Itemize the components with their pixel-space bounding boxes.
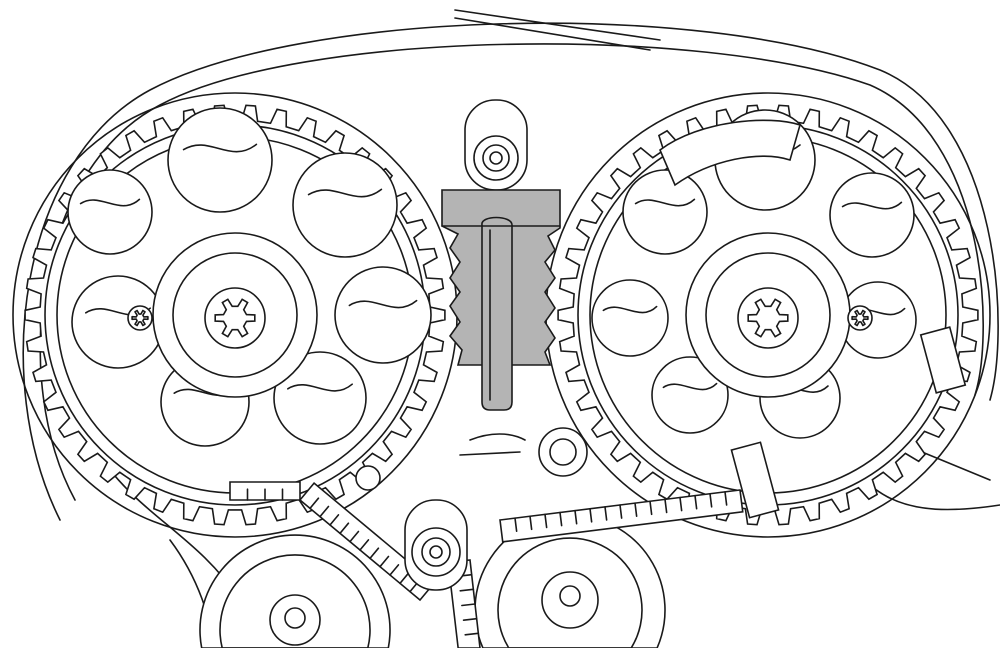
torx-bolt-icon [214,298,256,338]
idler-bottom [404,499,468,591]
sprocket-hole [167,107,273,213]
lower-timing-belt [229,481,744,648]
bolt-head [127,305,153,331]
camshaft-locking-tool [441,189,561,456]
sprocket-hole [829,172,915,258]
crank-pulley-left [199,534,391,648]
sprocket-hole [334,266,432,364]
left-camshaft-sprocket [12,92,458,538]
idler-top [464,99,528,191]
sprocket-hole [591,279,669,357]
torx-bolt-icon [747,298,789,338]
belt-clip [659,119,967,519]
sprocket-hole [651,356,729,434]
bolt-head [847,305,873,331]
torx-icon [851,309,869,327]
torx-icon [131,309,149,327]
sprocket-hole [622,169,708,255]
idler-small [355,427,588,491]
sprocket-hole [67,169,153,255]
sprocket-hole [292,152,398,258]
sprocket-hole [273,351,367,445]
